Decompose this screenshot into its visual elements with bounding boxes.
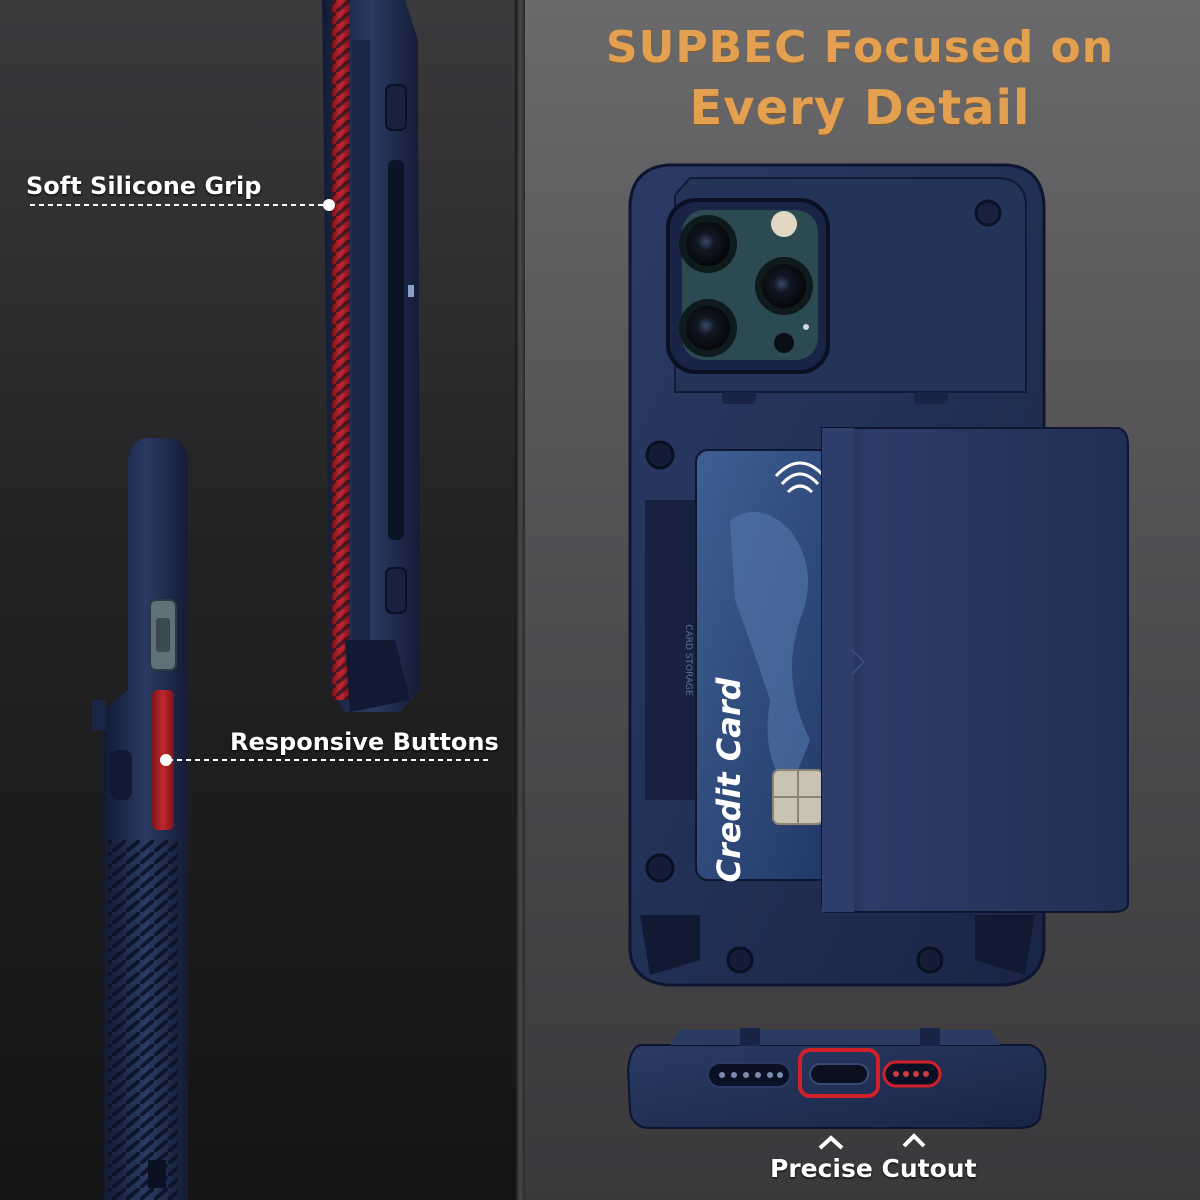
speaker-cutout-highlight <box>882 1060 942 1088</box>
chevron-up-icon <box>818 1135 844 1150</box>
sliding-card-cover <box>821 427 1129 913</box>
callout-soft-silicone-grip: Soft Silicone Grip <box>26 172 262 200</box>
callout-precise-cutout: Precise Cutout <box>770 1154 977 1183</box>
grip-marker-dot <box>323 199 335 211</box>
contactless-icon <box>774 461 826 494</box>
callout-lines <box>30 199 488 766</box>
headline-line-1: SUPBEC Focused on <box>605 22 1115 73</box>
camera-lens-icon <box>686 222 730 266</box>
chevron-up-icon <box>902 1133 926 1148</box>
charging-port-icon <box>809 1063 869 1085</box>
camera-lens-icon <box>762 264 806 308</box>
flash-icon <box>771 211 797 237</box>
buttons-marker-dot <box>160 754 172 766</box>
camera-lens-icon <box>686 306 730 350</box>
side-view-upper <box>322 0 420 712</box>
callout-responsive-buttons: Responsive Buttons <box>230 728 499 756</box>
credit-card: Credit Card <box>695 449 847 883</box>
headline-line-2: Every Detail <box>689 80 1031 136</box>
background-left-panel <box>0 0 520 1200</box>
port-highlight <box>798 1048 880 1098</box>
panel-divider <box>515 0 525 1200</box>
side-view-lower <box>92 438 188 1200</box>
case-bottom-view <box>626 1028 1047 1150</box>
credit-card-label: Credit Card <box>710 676 748 882</box>
camera-module <box>666 198 830 374</box>
card-storage-label: CARD STORAGE <box>683 624 693 696</box>
